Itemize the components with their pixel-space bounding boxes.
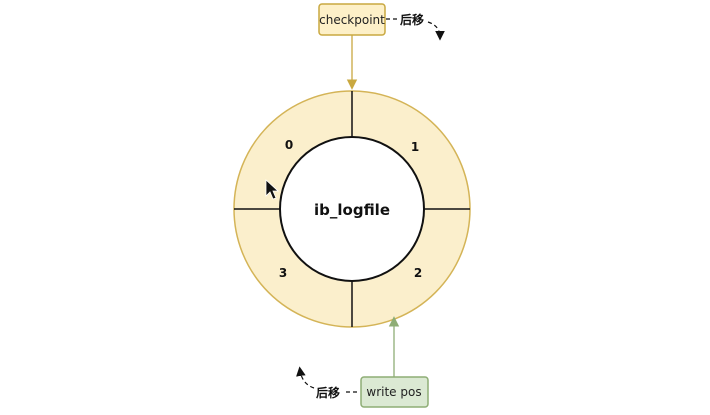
segment-label-0: 0 [285, 138, 293, 152]
checkpoint-label: checkpoint [319, 13, 385, 27]
segment-label-1: 1 [411, 140, 419, 154]
checkpoint-move-arrow [427, 21, 445, 41]
write-pos-move-arrow [296, 366, 315, 389]
segment-label-2: 2 [414, 266, 422, 280]
checkpoint-move-label: 后移 [400, 12, 424, 27]
write-pos-label: write pos [366, 385, 421, 399]
mouse-cursor-icon [265, 179, 280, 200]
write-pos-move-label: 后移 [316, 385, 340, 400]
segment-label-3: 3 [279, 266, 287, 280]
center-label: ib_logfile [314, 201, 390, 219]
